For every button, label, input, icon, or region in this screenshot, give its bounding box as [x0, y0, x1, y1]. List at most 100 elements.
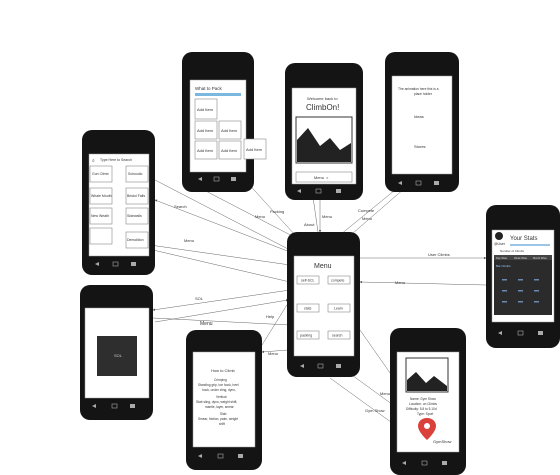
- stats-table: [494, 255, 552, 315]
- phone-pack: What to Pack Add Item Add Item Add Item …: [182, 52, 267, 192]
- how-line-8: Slab: [220, 412, 227, 416]
- how-line-10: shift: [219, 422, 225, 426]
- edge-label-user-climbs: User Climbs: [428, 252, 450, 257]
- pack-add-item-4-label: Add Item: [197, 148, 214, 153]
- stats-tab-month[interactable]: Month Wise: [533, 256, 547, 260]
- search-result-4-label: Bristol Falls: [127, 194, 145, 198]
- gym-nav-bar: [402, 460, 447, 466]
- pack-add-item-3-label: Add Item: [221, 128, 238, 133]
- search-result-4[interactable]: [125, 187, 149, 205]
- edge-packing: [244, 179, 296, 236]
- phone-how: How to Climb Crimping Standing grip, toe…: [186, 330, 262, 470]
- search-result-8[interactable]: [125, 231, 149, 249]
- search-result-2[interactable]: [125, 165, 149, 183]
- about-nav-bar: [398, 180, 439, 186]
- stats-tab-week[interactable]: Week Wise: [514, 256, 528, 260]
- how-line-0: Crimping: [214, 378, 227, 382]
- phone-stats: Your Stats @User Number of Climbs Day Wi…: [486, 205, 560, 348]
- edge-label-menu-3: Menu: [362, 216, 372, 221]
- phone-gym: Name: Gym Show Location: on Climbs Diffi…: [390, 328, 466, 475]
- menu-button-packing[interactable]: [296, 330, 320, 340]
- phone-about: The animation here this is a place holde…: [385, 52, 459, 192]
- phone-search: ⌕ Type Here to Search Gun Climb Schoodic…: [82, 130, 155, 275]
- user-avatar-icon: [495, 232, 503, 240]
- menu-title: Menu: [314, 263, 332, 270]
- search-result-8-label: Demolition: [127, 238, 144, 242]
- edge-label-menu-4: Menu: [395, 280, 405, 285]
- menu-button-self-scl-label: self-SCL: [301, 279, 314, 283]
- how-title: How to Climb: [211, 368, 236, 373]
- edge-label-menu-6: Menu: [268, 351, 278, 356]
- stats-table-title: Bar Climbs: [496, 264, 511, 268]
- edge-sol-back: [154, 299, 289, 323]
- about-item-stores[interactable]: Stores: [414, 144, 426, 149]
- welcome-menu-label: Menu: [314, 175, 324, 180]
- how-line-5: Stab sling, dyno, weight shift,: [196, 400, 237, 404]
- pack-add-item-3[interactable]: [218, 120, 242, 140]
- search-result-3[interactable]: [89, 187, 113, 205]
- about-item-ideas[interactable]: Ideas: [414, 114, 424, 119]
- edge-label-menu-2: Menu: [322, 214, 332, 219]
- sol-image: [97, 336, 137, 376]
- pack-add-item-2[interactable]: [194, 120, 218, 140]
- pack-add-item-4[interactable]: [194, 140, 218, 160]
- edge-compete: [339, 189, 396, 236]
- edge-label-help: Help: [266, 314, 275, 319]
- phone-sol: SOL: [80, 285, 153, 420]
- gym-difficulty: Difficulty: 5.8 to 5.10d: [406, 407, 437, 411]
- edge-stats-back: [359, 280, 487, 286]
- stats-bar: [510, 244, 550, 246]
- welcome-line1: Welcome back to: [307, 96, 338, 101]
- pack-add-item-6-label: Add Item: [246, 147, 263, 152]
- edge-label-about: About: [304, 222, 315, 227]
- search-result-3-label: Whale Mouth: [91, 194, 112, 198]
- menu-button-search[interactable]: [327, 330, 351, 340]
- welcome-title: ClimbOn!: [306, 103, 339, 112]
- map-pin-icon[interactable]: [418, 418, 436, 440]
- search-result-1[interactable]: [89, 165, 113, 183]
- pack-add-item-6[interactable]: [243, 138, 267, 160]
- edge-help: [261, 349, 289, 354]
- pack-nav-bar: [198, 176, 236, 182]
- connectors: [149, 179, 487, 426]
- sol-nav-bar: [92, 403, 135, 409]
- pack-add-item-1-label: Add Item: [197, 107, 214, 112]
- about-text1: The animation here this is a: [398, 87, 439, 91]
- menu-button-compete[interactable]: [327, 275, 351, 285]
- how-line-9: Smear, friction, palm, weight: [198, 417, 238, 421]
- mountain-icon: [297, 128, 351, 162]
- about-text2: place holder: [414, 92, 433, 96]
- edge-sol-2: [152, 249, 291, 283]
- stats-nav-bar: [498, 330, 543, 336]
- edge-search-menu: [149, 244, 291, 266]
- pack-add-item-1[interactable]: [194, 98, 218, 120]
- gym-type: Type: Sport: [417, 412, 433, 416]
- pack-add-item-5[interactable]: [218, 140, 242, 160]
- edge-sol: [152, 289, 291, 311]
- stats-tab-day[interactable]: Day Wise: [496, 256, 508, 260]
- edge-label-menu-1: Menu: [255, 214, 265, 219]
- edge-label-compete: Compete: [358, 208, 375, 213]
- menu-button-stats[interactable]: [296, 303, 320, 313]
- edge-label-packing: Packing: [270, 209, 284, 214]
- edge-search-back: [154, 199, 291, 253]
- gym-name: Name: Gym Show: [410, 397, 437, 401]
- edge-label-menu-8: Menu: [184, 238, 194, 243]
- menu-button-compete-label: compete: [331, 279, 344, 283]
- search-result-6[interactable]: [125, 207, 149, 225]
- menu-button-self-scl[interactable]: [296, 275, 320, 285]
- stats-climbs-label: Number of Climbs: [500, 249, 525, 253]
- search-result-5[interactable]: [89, 207, 113, 225]
- search-result-7[interactable]: [89, 227, 113, 245]
- menu-button-search-label: search: [332, 334, 343, 338]
- gym-pin-label: GymShow: [433, 439, 452, 444]
- welcome-menu-button[interactable]: [295, 171, 353, 183]
- search-nav-bar: [95, 261, 136, 267]
- search-input[interactable]: Type Here to Search: [100, 158, 132, 162]
- search-result-6-label: Sidewalls: [127, 214, 142, 218]
- edge-pack-back: [199, 187, 301, 241]
- edge-label-search: Search: [174, 204, 187, 209]
- menu-button-learn[interactable]: [327, 303, 351, 313]
- edge-about-back: [344, 187, 406, 241]
